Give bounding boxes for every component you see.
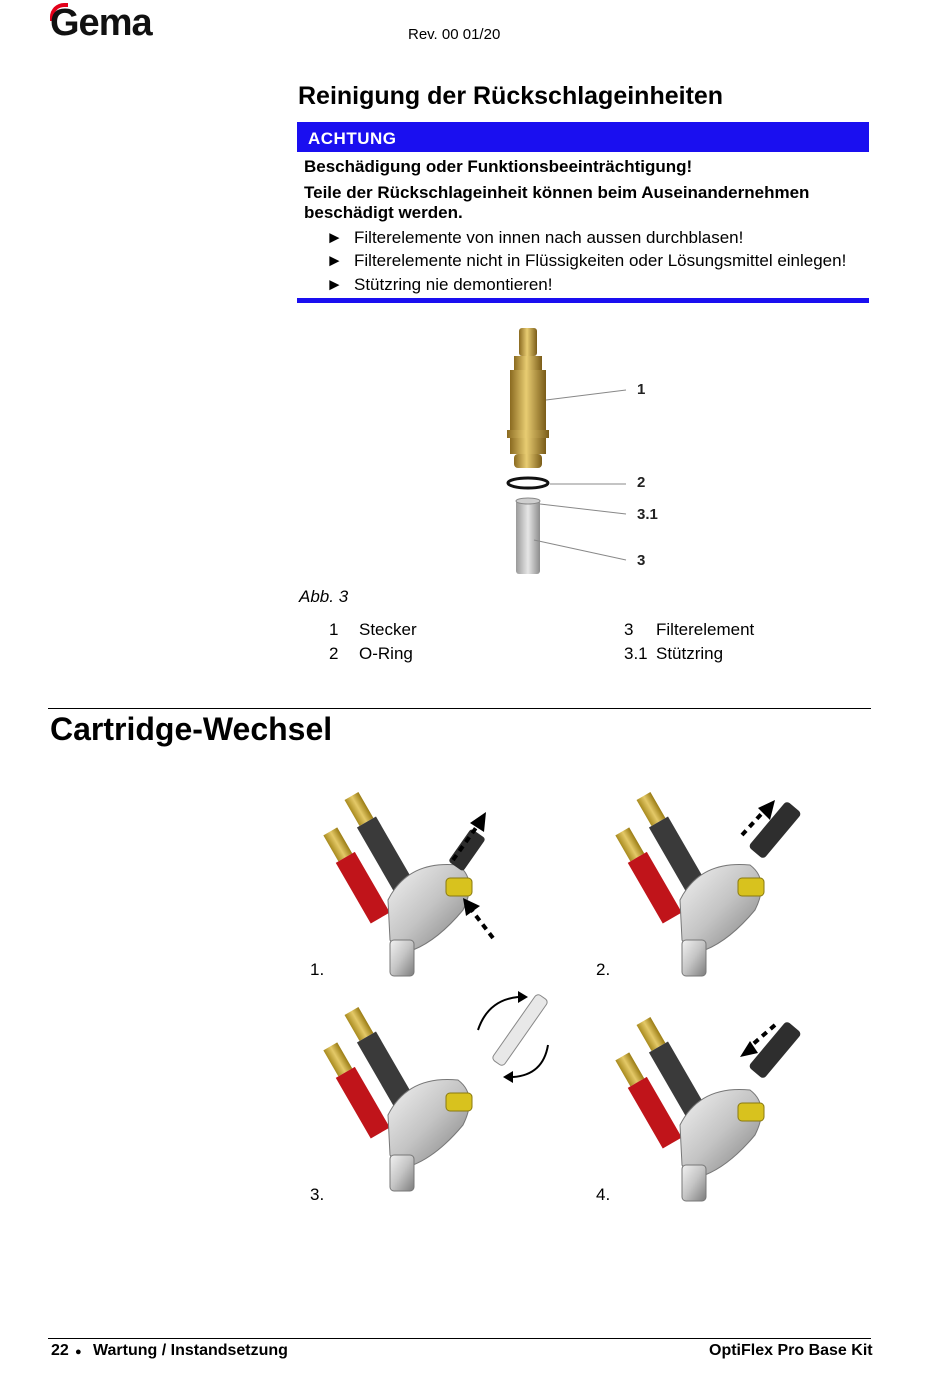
warning-headline: Beschädigung oder Funktionsbeeinträchtig… [304,157,693,176]
figure-caption: Abb. 3 [299,587,349,606]
step-label-4: 4. [596,1185,611,1204]
step-2-illustration [600,790,801,980]
callout-line [539,503,627,515]
legend-num: 1 [329,620,339,639]
callout-line [545,389,627,401]
callout-3: 3 [637,552,646,569]
warning-banner [297,122,869,152]
section-divider [48,708,871,709]
step-label-3: 3. [310,1185,325,1204]
revision-label: Rev. 00 01/20 [408,26,501,43]
page-number: 22 [51,1342,69,1359]
callout-1: 1 [637,381,646,398]
warning-label: ACHTUNG [308,129,397,148]
bullet-arrow-icon: ► [326,251,343,270]
warning-text-line2: beschädigt werden. [304,203,463,222]
footer-chapter: Wartung / Instandsetzung [93,1342,288,1359]
bullet-arrow-icon: ► [326,275,343,294]
plug-part [507,328,549,468]
legend-num: 3 [624,620,634,639]
legend-num: 2 [329,644,339,663]
filter-element-part [515,497,541,574]
step-label-2: 2. [596,960,611,979]
warning-text-line1: Teile der Rückschlageinheit können beim … [304,183,810,202]
callout-line [533,539,627,561]
footer-dot-icon: ● [75,1346,82,1358]
step-label-1: 1. [310,960,325,979]
step-4-illustration [600,1015,801,1205]
callout-2: 2 [637,474,646,491]
legend-label: Stecker [359,620,417,639]
warning-bullet: ►Filterelemente nicht in Flüssigkeiten o… [326,251,847,270]
callout-3-1: 3.1 [637,506,658,523]
warning-bullet: ►Filterelemente von innen nach aussen du… [326,228,744,247]
step-1-illustration [318,790,495,980]
section-title-cleaning: Reinigung der Rückschlageinheiten [298,82,724,110]
bullet-arrow-icon: ► [326,228,343,247]
legend-label: O-Ring [359,644,413,663]
warning-end-rule [297,298,869,303]
footer-product: OptiFlex Pro Base Kit [709,1342,873,1359]
logo-arc-icon [50,3,68,21]
legend-num: 3.1 [624,644,648,663]
footer-rule [48,1338,871,1339]
legend-label: Filterelement [656,620,755,639]
section-title-cartridge: Cartridge-Wechsel [50,711,333,747]
o-ring-part [506,476,550,490]
gema-logo: Gema [50,2,153,44]
legend-label: Stützring [656,644,724,663]
step-3-illustration [318,991,549,1192]
warning-bullet: ►Stützring nie demontieren! [326,275,553,294]
check-valve-illustration [506,328,627,574]
